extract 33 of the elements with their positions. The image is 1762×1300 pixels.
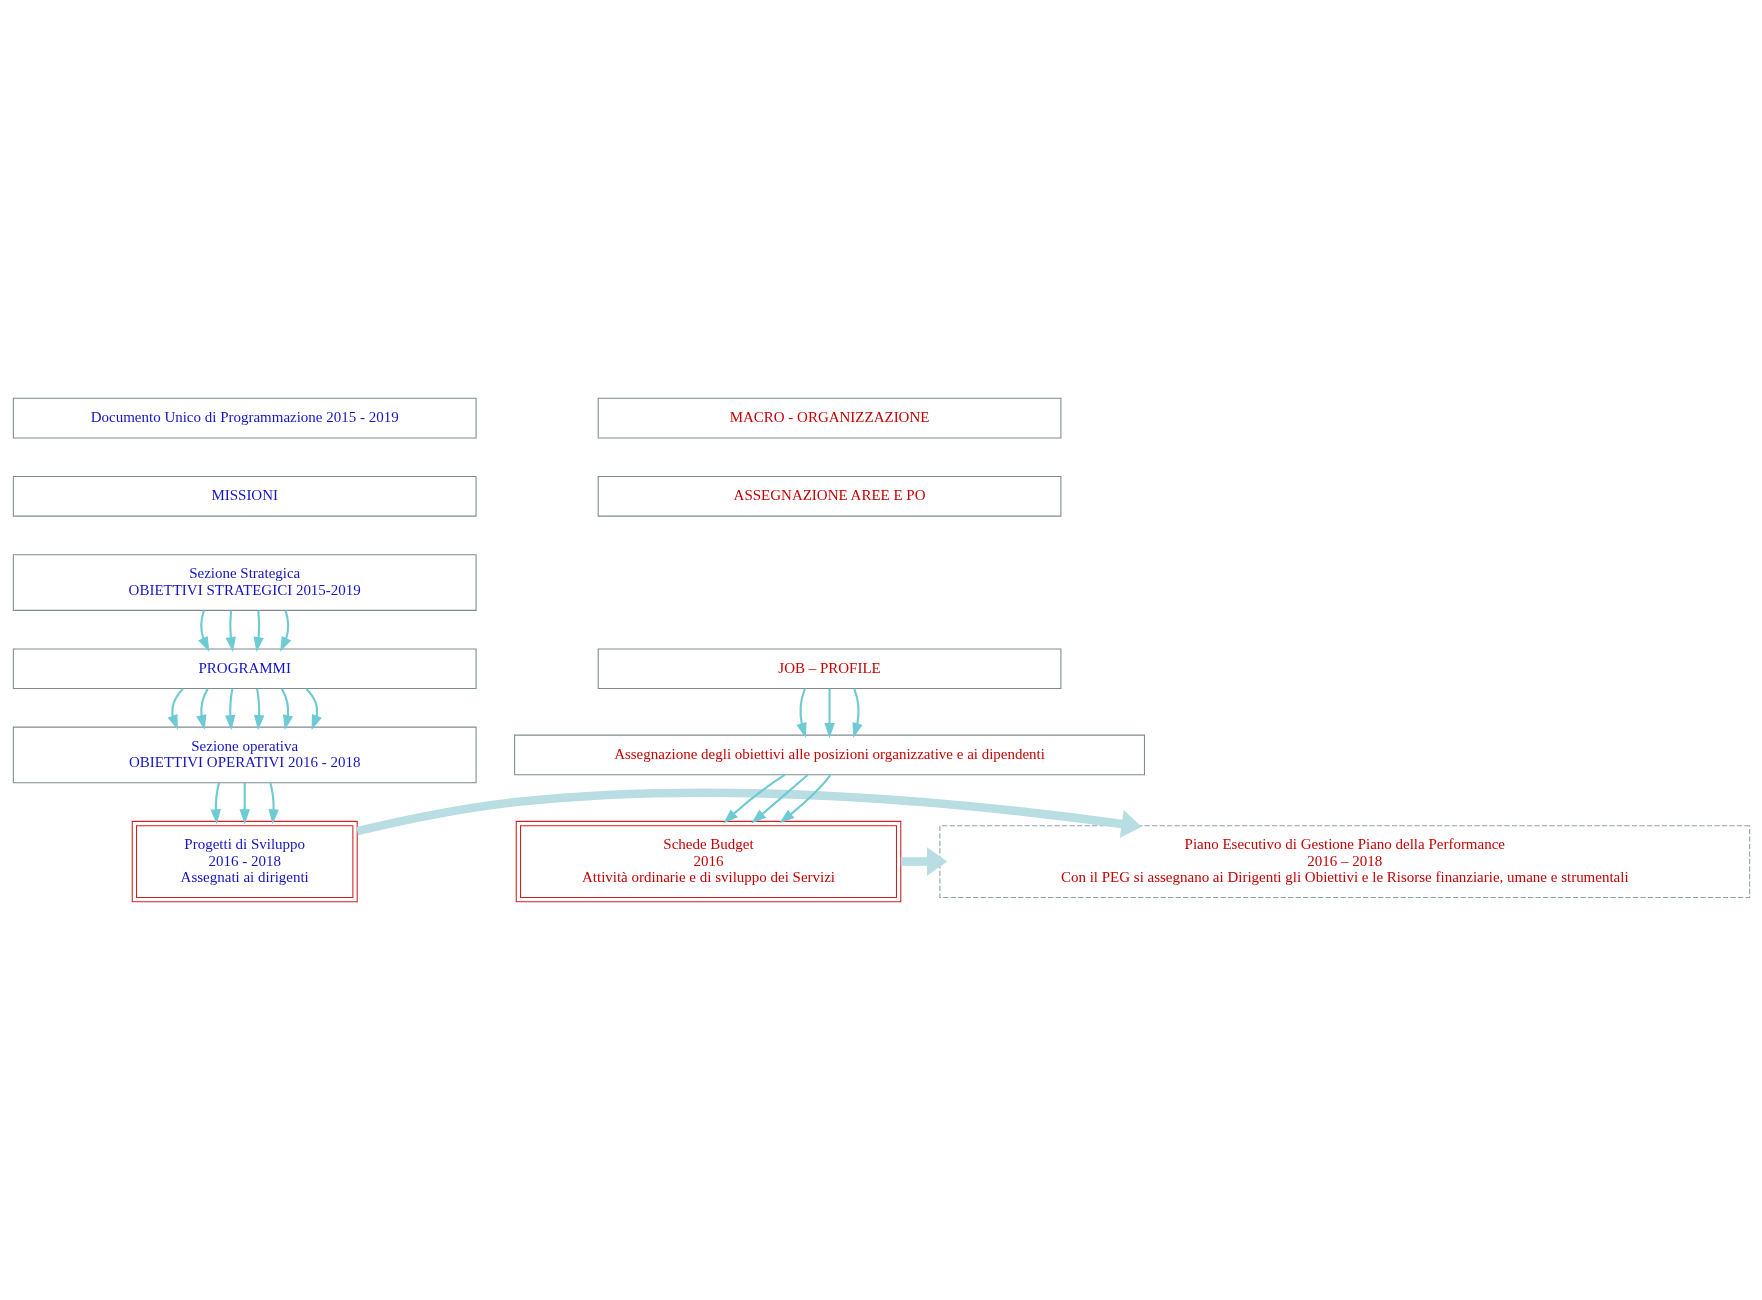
arrow: [238, 782, 250, 825]
arrow: [253, 610, 264, 653]
arrow: [197, 610, 209, 652]
arrow: [279, 610, 291, 652]
node-box: ASSEGNAZIONE AREE E PO: [597, 475, 1061, 517]
arrow: [210, 782, 221, 825]
arrow: [305, 688, 322, 730]
node-box: MISSIONI: [12, 475, 477, 517]
arrow: [267, 782, 279, 825]
arrow: [167, 688, 184, 730]
node-box: Progetti di Sviluppo 2016 - 2018 Assegnati ai dirigenti: [131, 820, 358, 903]
node-box: MACRO - ORGANIZZAZIONE: [597, 397, 1061, 439]
arrow: [355, 788, 1142, 838]
arrow: [722, 774, 785, 824]
node-box: Sezione operativa OBIETTIVI OPERATIVI 2016 - 2018: [12, 726, 477, 784]
node-box: Piano Esecutivo di Gestione Piano della Performance 2016 – 2018 Con il PEG si assegnano ai Dirigenti gli Obiettivi e le Risorse finanziarie, umane e strumentali: [938, 825, 1750, 898]
node-box: Assegnazione degli obiettivi alle posizioni organizzative e ai dipendenti: [513, 734, 1145, 776]
node-box: JOB – PROFILE: [597, 648, 1061, 690]
arrow: [224, 688, 235, 731]
arrow: [796, 688, 807, 738]
arrow: [195, 688, 209, 731]
arrow: [750, 774, 808, 824]
arrow: [225, 610, 236, 653]
node-box: Documento Unico di Programmazione 2015 - 2019: [12, 397, 477, 439]
node-box: PROGRAMMI: [12, 648, 477, 690]
node-box: Sezione Strategica OBIETTIVI STRATEGICI 2015-2019: [12, 554, 477, 611]
arrow: [852, 688, 863, 738]
arrow: [778, 774, 831, 824]
arrow: [253, 688, 264, 731]
node-box: Schede Budget 2016 Attività ordinarie e di sviluppo dei Servizi: [515, 820, 901, 903]
arrow: [280, 688, 293, 731]
arrow: [823, 688, 835, 739]
arrow: [900, 847, 947, 876]
